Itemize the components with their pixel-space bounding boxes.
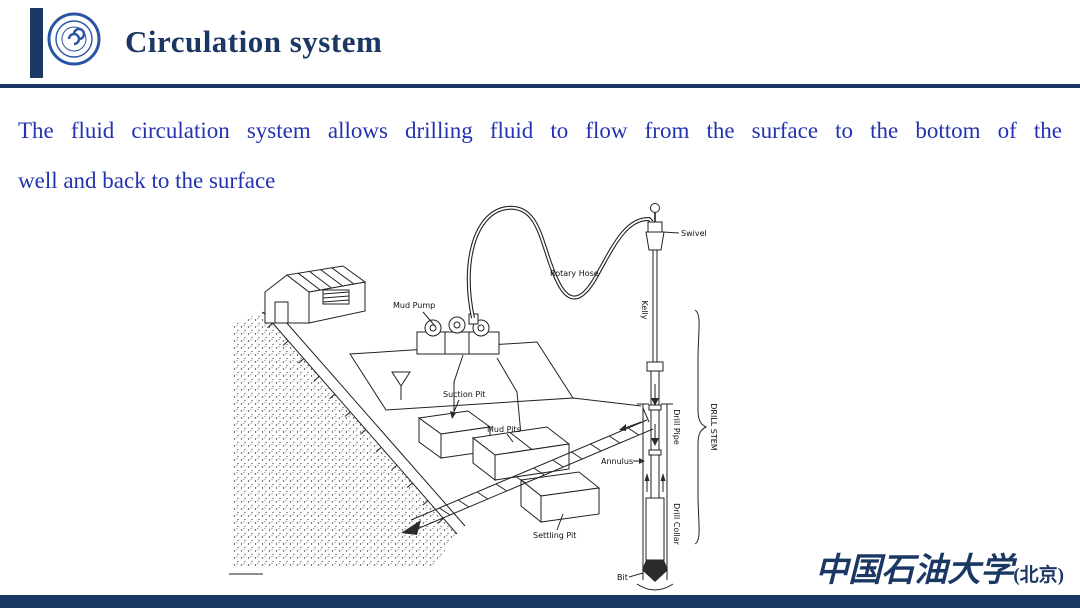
settling-pit-label: Settling Pit bbox=[533, 531, 576, 540]
body-line-2: well and back to the surface bbox=[18, 168, 276, 193]
header-rule bbox=[0, 84, 1080, 88]
drill-stem-label: DRILL STEM bbox=[709, 403, 718, 451]
slide-title: Circulation system bbox=[125, 24, 383, 59]
left-accent-bar bbox=[30, 8, 43, 78]
footer-wordmark: 中国石油大学(北京) bbox=[815, 543, 1064, 591]
kelly-label: Kelly bbox=[640, 301, 649, 320]
settling-pit: Settling Pit bbox=[519, 471, 601, 540]
circulation-system-diagram: Mud Pump Suction Pit Mud Pits bbox=[229, 203, 718, 591]
university-name: 中国石油大学 bbox=[815, 553, 1014, 589]
shed bbox=[264, 265, 367, 324]
bottom-bar bbox=[0, 595, 1080, 608]
body-line-1: The fluid circulation system allows dril… bbox=[18, 118, 1062, 143]
mud-pits-label: Mud Pits bbox=[487, 425, 521, 434]
rotary-hose-label: Rotary Hose bbox=[550, 269, 599, 278]
mud-hopper bbox=[391, 371, 411, 400]
annulus-label: Annulus bbox=[601, 457, 633, 466]
university-logo-icon bbox=[47, 12, 101, 66]
suction-pit-label: Suction Pit bbox=[443, 390, 485, 399]
rotary-hose: Rotary Hose bbox=[466, 205, 654, 319]
drill-pipe-label: Drill Pipe bbox=[672, 409, 681, 445]
mud-pump: Mud Pump bbox=[393, 301, 522, 436]
campus-name: (北京) bbox=[1013, 565, 1064, 586]
string-labels: Swivel Kelly Drill Pipe Drill Collar DRI… bbox=[601, 229, 718, 582]
mud-pits: Mud Pits bbox=[471, 425, 571, 482]
bit-label: Bit bbox=[617, 573, 628, 582]
mud-pump-label: Mud Pump bbox=[393, 301, 435, 310]
swivel-label: Swivel bbox=[681, 229, 707, 238]
drill-collar-label: Drill Collar bbox=[672, 503, 681, 545]
body-text: The fluid circulation system allows dril… bbox=[18, 106, 1062, 206]
terrain bbox=[229, 304, 466, 575]
return-trough bbox=[401, 407, 654, 535]
drill-string bbox=[636, 203, 674, 591]
